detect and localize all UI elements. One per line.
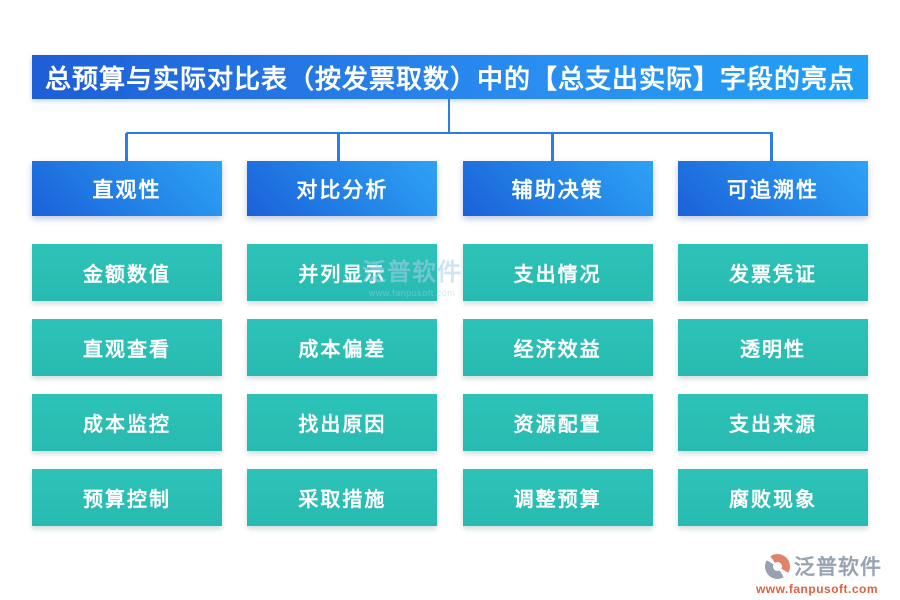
brand-url: www.fanpusoft.com	[755, 582, 879, 596]
column-header: 辅助决策	[462, 161, 653, 216]
item-box: 调整预算	[462, 469, 653, 526]
column-comparison: 对比分析 并列显示 成本偏差 找出原因 采取措施	[247, 161, 438, 526]
fanpu-logo-icon	[765, 553, 790, 579]
item-box: 支出情况	[462, 244, 653, 301]
item-box: 腐败现象	[677, 469, 868, 526]
item-box: 并列显示	[247, 244, 438, 301]
item-box: 成本偏差	[247, 319, 438, 376]
item-box: 采取措施	[247, 469, 438, 526]
column-decision-support: 辅助决策 支出情况 经济效益 资源配置 调整预算	[462, 161, 653, 526]
page-title: 总预算与实际对比表（按发票取数）中的【总支出实际】字段的亮点	[44, 63, 855, 94]
item-box: 金额数值	[32, 244, 222, 301]
columns-grid: 直观性 金额数值 直观查看 成本监控 预算控制 对比分析 并列显示 成本偏差 找…	[32, 161, 868, 526]
connector-drop-2	[337, 133, 340, 162]
column-intuitive: 直观性 金额数值 直观查看 成本监控 预算控制	[32, 161, 222, 526]
item-box: 预算控制	[32, 469, 222, 526]
item-box: 找出原因	[247, 394, 438, 451]
column-traceability: 可追溯性 发票凭证 透明性 支出来源 腐败现象	[677, 161, 868, 526]
item-box: 透明性	[677, 319, 868, 376]
connector-horizontal-line	[126, 132, 773, 134]
connector-drop-1	[125, 133, 128, 162]
title-banner: 总预算与实际对比表（按发票取数）中的【总支出实际】字段的亮点	[32, 55, 868, 99]
item-box: 经济效益	[462, 319, 653, 376]
item-box: 支出来源	[677, 394, 868, 451]
item-box: 直观查看	[32, 319, 222, 376]
column-header: 直观性	[32, 161, 222, 216]
brand-block: 泛普软件 www.fanpusoft.com	[752, 551, 882, 596]
connector-drop-3	[551, 133, 554, 162]
column-header: 可追溯性	[677, 161, 868, 216]
item-box: 资源配置	[462, 394, 653, 451]
connector-drop-4	[770, 133, 773, 162]
item-box: 发票凭证	[677, 244, 868, 301]
item-box: 成本监控	[32, 394, 222, 451]
column-header: 对比分析	[247, 161, 438, 216]
connector-stem	[448, 99, 450, 133]
brand-name: 泛普软件	[794, 556, 882, 579]
